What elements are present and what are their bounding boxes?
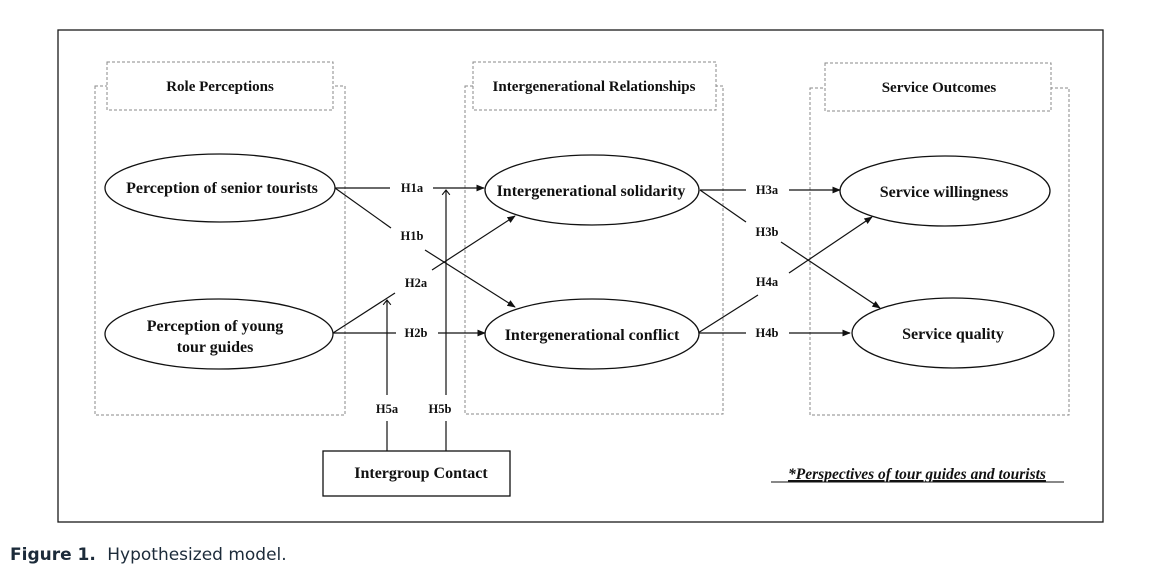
group-relationships-title: Intergenerational Relationships: [493, 79, 696, 95]
group-outcomes-title: Service Outcomes: [882, 80, 997, 96]
group-role-perceptions-title: Role Perceptions: [166, 79, 274, 95]
node-young-guides-ellipse: [104, 298, 334, 370]
figure-caption-label: Figure 1.: [10, 545, 96, 565]
perspectives-note: *Perspectives of tour guides and tourist…: [788, 466, 1046, 483]
node-solidarity-label: Intergenerational solidarity: [497, 183, 686, 200]
node-intergroup-contact-label: Intergroup Contact: [354, 465, 488, 482]
hypothesis-label-h5a: H5a: [376, 402, 399, 416]
node-quality-ellipse: [851, 297, 1055, 369]
hypothesis-label-h3b: H3b: [756, 225, 779, 239]
edge-h1b-segment-1: [334, 187, 392, 229]
hypothesis-label-h2b: H2b: [405, 326, 428, 340]
node-willingness-ellipse: [839, 155, 1051, 227]
node-willingness-label: Service willingness: [880, 184, 1008, 201]
group-relationships-box: [464, 85, 724, 415]
group-role-perceptions-header: [106, 61, 334, 111]
node-solidarity-ellipse: [484, 154, 700, 226]
node-conflict-label: Intergenerational conflict: [505, 327, 680, 344]
hypothesis-label-h4a: H4a: [756, 275, 779, 289]
edge-h4a-segment-1: [697, 294, 759, 334]
node-intergroup-contact-box: [322, 450, 511, 497]
hypothesis-label-h3a: H3a: [756, 183, 779, 197]
hypothesis-label-h2a: H2a: [405, 276, 428, 290]
figure-caption: Figure 1. Hypothesized model.: [10, 545, 287, 565]
group-relationships-header: [472, 61, 717, 111]
node-young-guides-label-line1: Perception of young: [147, 318, 284, 335]
node-senior-tourists-ellipse: [104, 153, 336, 223]
figure-caption-text: Hypothesized model.: [107, 545, 287, 565]
hypothesis-label-h1b: H1b: [401, 229, 424, 243]
edge-h3b-segment-2: [780, 241, 881, 309]
edge-h4a-segment-2: [788, 216, 873, 274]
hypothesis-label-h5b: H5b: [429, 402, 452, 416]
figure-frame: [57, 29, 1104, 523]
hypothesis-label-h4b: H4b: [756, 326, 779, 340]
edge-h1b-segment-2: [424, 249, 516, 308]
edge-h3b-segment-1: [699, 189, 747, 223]
node-young-guides-label-line2: tour guides: [177, 339, 254, 356]
hypothesis-label-h1a: H1a: [401, 181, 424, 195]
group-outcomes-header: [824, 62, 1052, 112]
node-conflict-ellipse: [484, 298, 700, 370]
group-outcomes-box: [809, 87, 1070, 416]
node-quality-label: Service quality: [902, 326, 1004, 343]
node-senior-tourists-label: Perception of senior tourists: [126, 180, 318, 197]
